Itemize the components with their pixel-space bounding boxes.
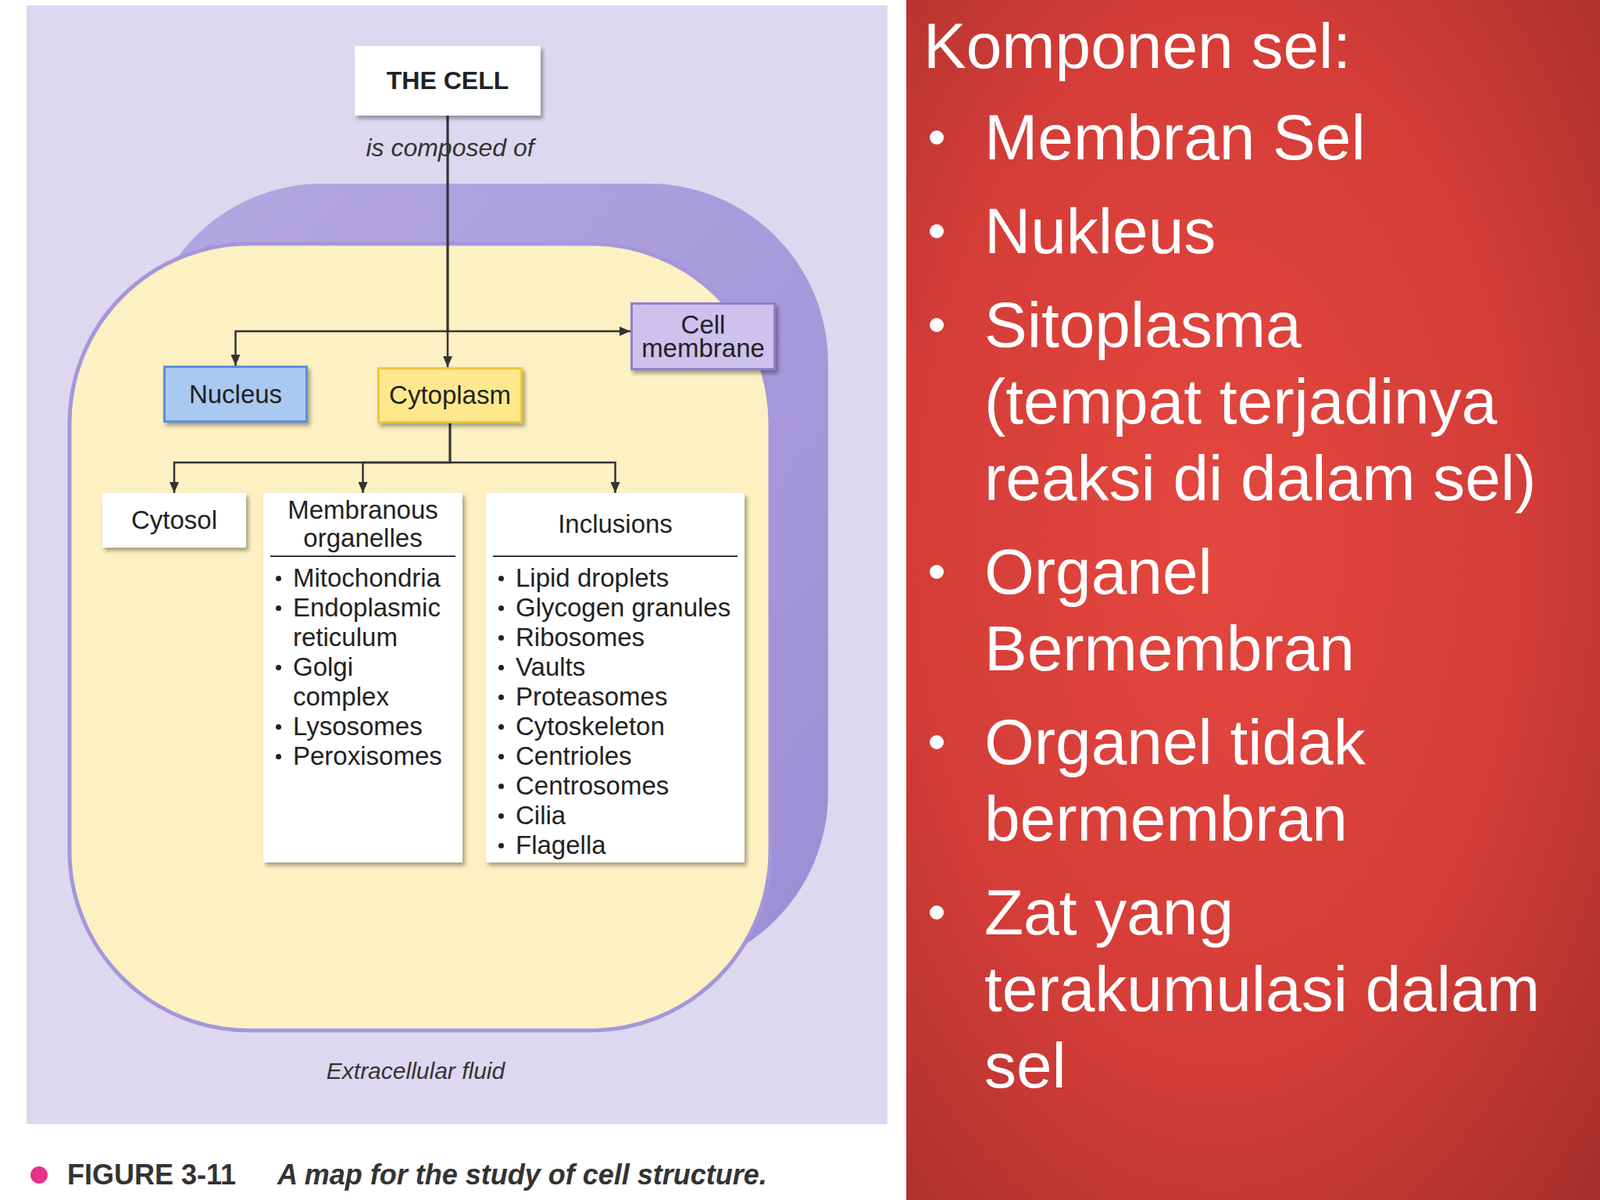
list-item: Mitochondria [263, 563, 463, 593]
list-item-text: Cilia [515, 800, 739, 831]
box-label: Cell membrane [632, 313, 774, 361]
box-label: THE CELL [386, 66, 509, 96]
bullet-dot [929, 564, 944, 579]
list-item: Peroxisomes [263, 741, 463, 772]
region-label: Extracellular fluid [326, 1057, 505, 1085]
panel-bullet-row: Zat yang terakumulasi dalam sel [984, 874, 1563, 1104]
cytosol-box: Cytosol [102, 492, 247, 548]
list-item: Centrosomes [485, 771, 745, 801]
list-item: Ribosomes [485, 622, 745, 653]
list-item: Centrioles [485, 741, 745, 772]
caption-bullet [30, 1166, 48, 1184]
list-item-text: Endoplasmic reticulum [292, 592, 451, 653]
bullet-text: Zat yang terakumulasi dalam sel [984, 874, 1563, 1104]
list-item-text: Peroxisomes [292, 741, 451, 772]
list-item: Flagella [485, 830, 745, 861]
list-item-text: Golgi complex [292, 652, 451, 712]
list-item: Cytoskeleton [485, 711, 745, 742]
panel-bullet-row: Organel Bermembran [984, 533, 1563, 687]
list-item-text: Vaults [515, 652, 739, 683]
connector-arrow [363, 423, 451, 493]
bullet-dot [498, 664, 504, 671]
bullet-dot [498, 694, 504, 700]
panel-bullet-row: (tempat terjadinya reaksi di dalam sel) [984, 363, 1563, 517]
bullet-dot [498, 724, 504, 730]
figure-number: FIGURE 3-11 [67, 1158, 236, 1192]
list-item-text: Flagella [515, 830, 739, 861]
figure-caption: A map for the study of cell structure. [277, 1158, 768, 1192]
bullet-dot [929, 224, 944, 239]
panel-bullet-row: Nukleus [984, 192, 1563, 270]
membrane-box: Cell membrane [630, 302, 776, 371]
list-item-text: Centrosomes [515, 771, 739, 801]
bullet-dot [498, 605, 504, 611]
bullet-dot [498, 783, 504, 790]
bullet-dot [929, 130, 944, 145]
bullet-dot [498, 842, 504, 849]
figure-panel [26, 5, 888, 1125]
bullet-dot [498, 753, 504, 760]
bullet-text: Membran Sel [984, 99, 1563, 176]
nucleus-box: Nucleus [163, 365, 308, 423]
box-label: Nucleus [189, 379, 283, 410]
list-item-text: Proteasomes [515, 682, 739, 712]
list-item: Proteasomes [485, 682, 745, 712]
box-label: Cytosol [131, 505, 218, 536]
list-heading-area: Inclusions [492, 492, 738, 558]
bullet-dot [929, 317, 944, 333]
panel-heading: Komponen sel: [923, 7, 1600, 85]
cytoplasm-box: Cytoplasm [377, 367, 523, 424]
list-item-text: Centrioles [515, 741, 739, 772]
list-heading-area: Membranous organelles [270, 492, 456, 558]
bullet-text: Organel Bermembran [984, 533, 1563, 687]
list-item: Vaults [485, 652, 745, 683]
list-body: MitochondriaEndoplasmic reticulumGolgi c… [263, 557, 463, 772]
bullet-dot [929, 735, 944, 750]
list-heading: Membranous organelles [270, 496, 456, 553]
list-item: Endoplasmic reticulum [263, 592, 463, 653]
bullet-dot [498, 813, 504, 819]
summary-panel: Komponen sel: Membran SelNukleusSitoplasm… [906, 0, 1600, 1200]
bullet-dot [275, 664, 282, 671]
box-label: Cytoplasm [389, 380, 511, 411]
bullet-text: Nukleus [984, 192, 1563, 270]
panel-bullet-row: Sitoplasma [984, 286, 1563, 364]
list-item-text: Mitochondria [292, 563, 451, 593]
list-item-text: Lysosomes [292, 711, 451, 742]
list-item: Lipid droplets [485, 563, 745, 593]
list-item: Glycogen granules [485, 592, 745, 623]
panel-bullet-row: Membran Sel [984, 99, 1563, 176]
bullet-dot [275, 753, 282, 760]
inclusion-list-box: InclusionsLipid dropletsGlycogen granule… [485, 492, 745, 863]
bullet-dot [929, 905, 944, 920]
root-box: THE CELL [354, 46, 541, 116]
list-item: Cilia [485, 800, 745, 831]
bullet-dot [275, 724, 282, 730]
list-item-text: Cytoskeleton [515, 711, 739, 742]
connector-arrow [450, 423, 616, 493]
list-item: Golgi complex [263, 652, 463, 712]
bullet-dot [275, 575, 282, 582]
connector-arrow [174, 423, 450, 493]
panel-bullet-row: Organel tidak bermembran [984, 703, 1563, 858]
bullet-text: (tempat terjadinya reaksi di dalam sel) [984, 363, 1563, 517]
bullet-dot [498, 635, 504, 641]
panel-heading-row: Komponen sel: [923, 7, 1600, 85]
list-item-text: Lipid droplets [515, 563, 739, 593]
bullet-text: Sitoplasma [984, 286, 1563, 364]
bullet-dot [498, 575, 504, 582]
list-item-text: Glycogen granules [515, 592, 739, 623]
list-item-text: Ribosomes [515, 622, 739, 653]
list-item: Lysosomes [263, 711, 463, 742]
list-body: Lipid dropletsGlycogen granulesRibosomes… [485, 557, 745, 861]
organelle-list-box: Membranous organellesMitochondriaEndopla… [263, 492, 463, 863]
bullet-text: Organel tidak bermembran [984, 703, 1563, 858]
bullet-dot [275, 605, 282, 611]
connector-label: is composed of [365, 133, 534, 163]
list-heading: Inclusions [557, 510, 673, 539]
